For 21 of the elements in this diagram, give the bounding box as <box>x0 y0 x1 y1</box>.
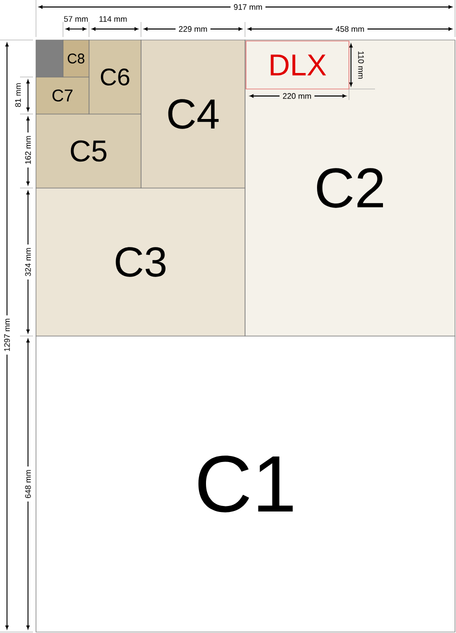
blank-box <box>36 40 64 78</box>
dimension-label: 324 mm <box>24 244 32 280</box>
dimension-label: 229 mm <box>176 25 210 33</box>
envelope-size-box: DLX <box>246 40 350 90</box>
dimension-label: 81 mm <box>15 83 21 107</box>
dimension-label: 110 mm <box>358 51 364 79</box>
envelope-size-box: C4 <box>140 40 246 188</box>
envelope-size-box: C8 <box>62 40 90 78</box>
dimension-label: 162 mm <box>24 132 32 168</box>
dimension-label: 114 mm <box>99 16 127 22</box>
dimension-label: 220 mm <box>280 92 314 100</box>
dimension-label: 1297 mm <box>3 315 11 355</box>
envelope-size-box: C7 <box>36 76 90 114</box>
dimension-label: 57 mm <box>64 16 88 22</box>
envelope-size-box: C5 <box>36 114 142 188</box>
dimension-label: 458 mm <box>332 25 368 33</box>
dimension-label: 648 mm <box>24 466 32 502</box>
envelope-size-box: C3 <box>36 188 246 336</box>
envelope-size-box: C6 <box>88 40 142 114</box>
envelope-size-box: C1 <box>36 336 456 632</box>
dimension-label: 917 mm <box>230 3 266 11</box>
